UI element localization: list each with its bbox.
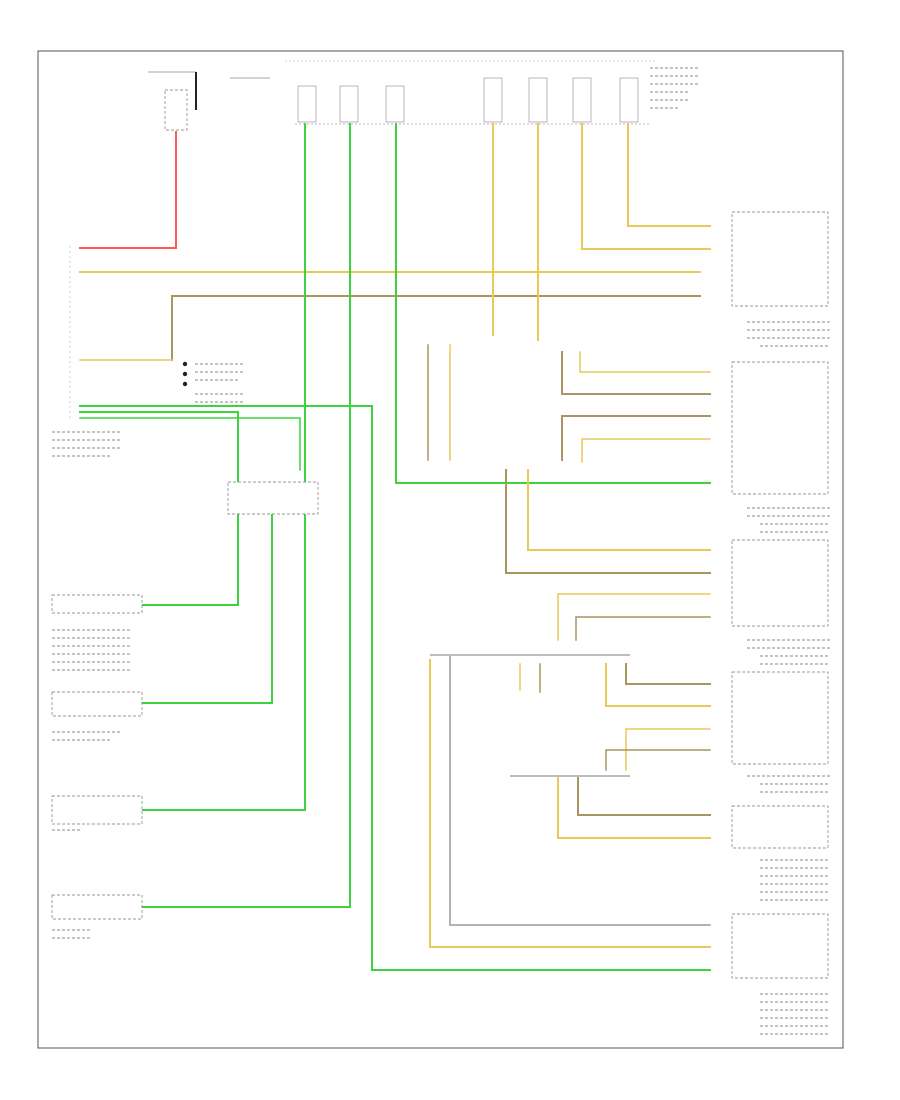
splice-blocks <box>227 481 630 777</box>
wire-green-splice <box>79 417 301 471</box>
wire-mid-yellow-2 <box>581 438 711 463</box>
wire-group <box>79 123 711 971</box>
wire-low-tan-2 <box>575 616 711 641</box>
wire-green-pin3 <box>395 123 711 484</box>
wire-bottom-gray <box>449 654 711 926</box>
connector-pin-3 <box>385 85 405 123</box>
component-module-bottom-left <box>51 795 143 825</box>
wire-green-pin1 <box>139 123 306 811</box>
wire-yellow-pin7 <box>627 123 711 227</box>
right-module-2 <box>731 361 829 495</box>
component-sensor-2 <box>51 894 143 920</box>
right-module-4 <box>731 671 829 765</box>
wire-yellow-pin6 <box>581 123 711 250</box>
wire-tan-bus <box>171 295 701 361</box>
wire-green-switch <box>139 489 273 704</box>
wire-green-main <box>79 405 711 971</box>
illegible-label-placeholders <box>52 67 830 1035</box>
wire-mid-yellow-1 <box>579 351 711 373</box>
wire-low-tan-1 <box>505 469 711 574</box>
connector-pin-6 <box>572 77 592 123</box>
wire-low-yellow-2 <box>557 593 711 641</box>
connector-pin-5 <box>528 77 548 123</box>
connector-pin-7 <box>619 77 639 123</box>
wire-mid-tan-1 <box>561 351 711 395</box>
right-components <box>731 211 829 979</box>
splice-pack-center <box>227 481 319 515</box>
wire-mid-tan-2 <box>561 415 711 461</box>
connector-pin-1 <box>297 85 317 123</box>
wire-ecm-yellow <box>557 777 711 839</box>
wire-tcm-yellow-2 <box>625 728 711 771</box>
connector-pin-4 <box>483 77 503 123</box>
wire-green-pin2 <box>139 123 351 908</box>
diagram-frame <box>37 50 844 1049</box>
wire-tcm-yellow-1 <box>605 663 711 707</box>
right-module-6 <box>731 913 829 979</box>
data-link-connector-header <box>285 60 655 125</box>
fuse-block-area <box>148 71 270 131</box>
wire-red-power <box>79 131 177 249</box>
left-components <box>51 246 143 920</box>
wire-ecm-tan <box>577 777 711 816</box>
right-module-1 <box>731 211 829 307</box>
right-module-5 <box>731 805 829 849</box>
wire-tcm-tan-1 <box>625 663 711 685</box>
wire-bottom-yellow <box>429 659 711 948</box>
component-switch <box>51 691 143 717</box>
right-module-3 <box>731 539 829 627</box>
ground-terminals <box>182 361 188 387</box>
component-sensor-1 <box>51 594 143 614</box>
wire-tcm-tan-2 <box>605 749 711 771</box>
wire-low-yellow-1 <box>527 469 711 551</box>
connector-pin-2 <box>339 85 359 123</box>
